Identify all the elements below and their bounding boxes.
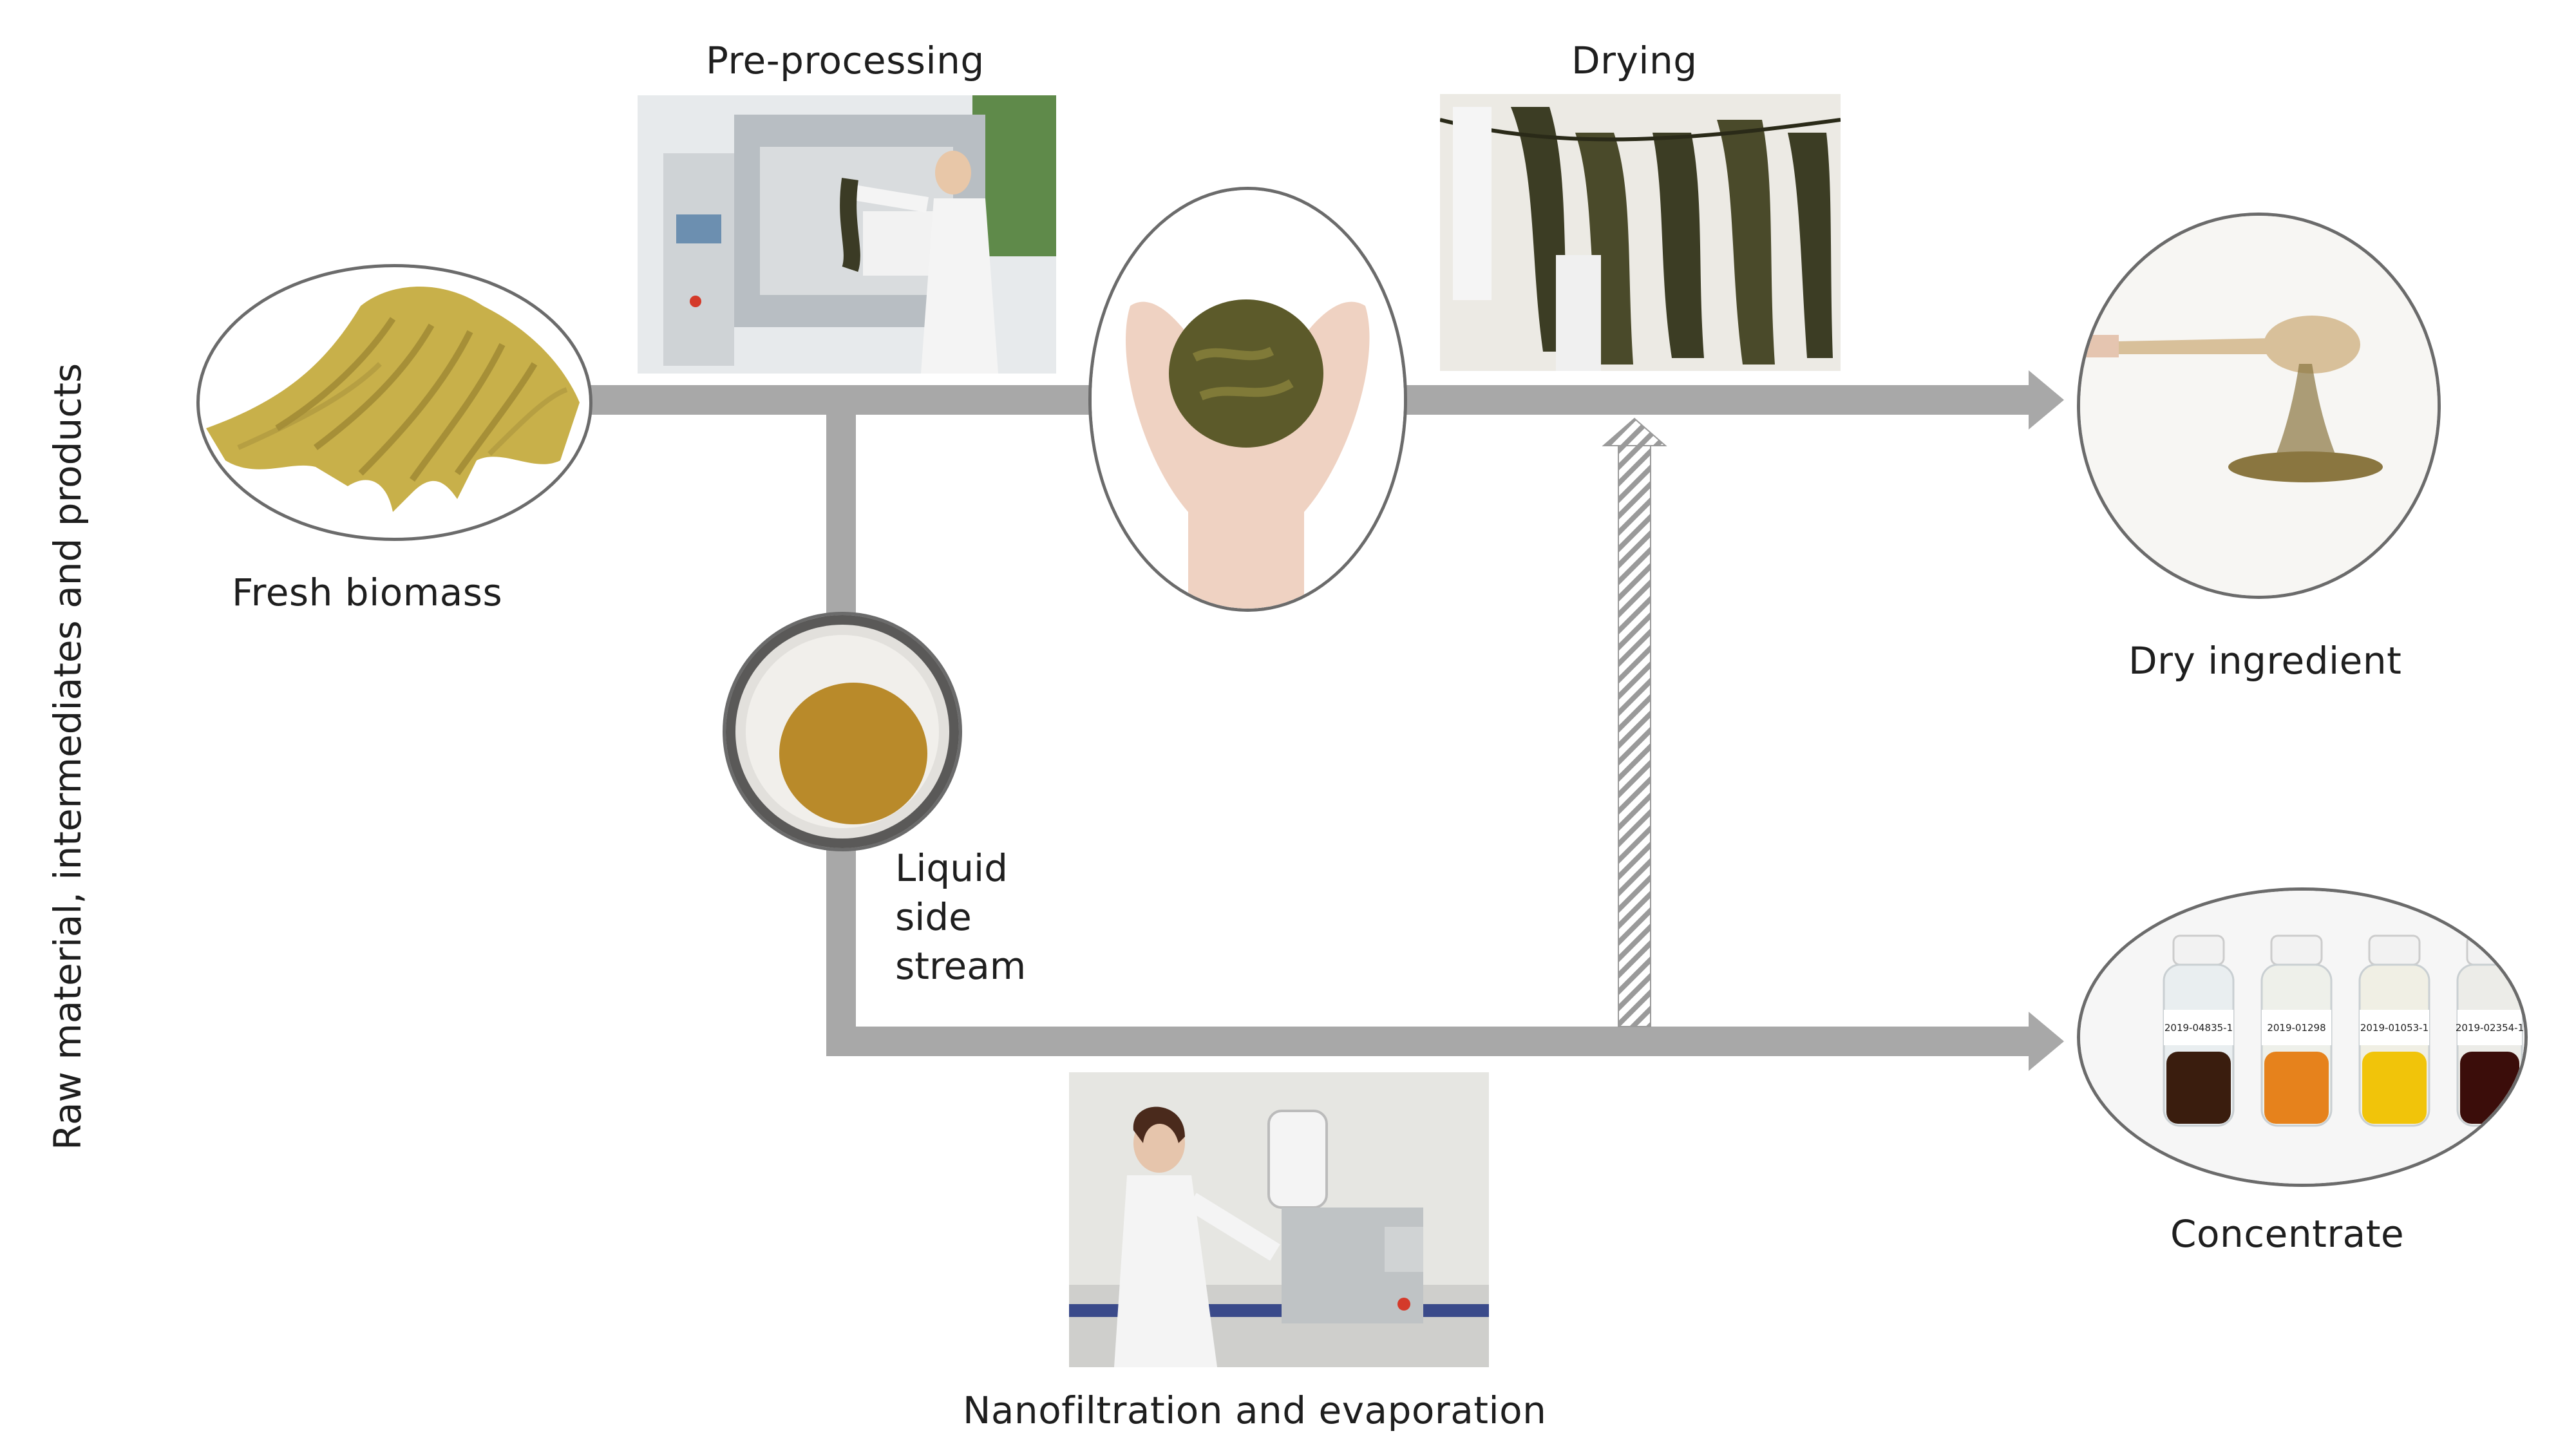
- liquid-label-line-3: stream: [895, 944, 1027, 988]
- concentrate-oval: 2019-04835-1 2019-01298 2019-01053-1 201…: [2077, 887, 2528, 1187]
- hatched-arrowhead: [1602, 417, 1667, 446]
- liquid-cup-oval: [723, 612, 962, 851]
- vertical-axis-label: Raw material, intermediates and products: [46, 363, 90, 1151]
- pre-processing-photo: [638, 95, 1056, 374]
- drying-photo: [1440, 94, 1841, 371]
- drying-label: Drying: [1571, 39, 1698, 82]
- dry-ingredient-label: Dry ingredient: [2128, 639, 2402, 683]
- fresh-biomass-label: Fresh biomass: [232, 571, 503, 614]
- bottle-2: 2019-01298: [2260, 934, 2333, 1127]
- bottle-1: 2019-04835-1: [2163, 934, 2235, 1127]
- nanofiltration-label: Nanofiltration and evaporation: [963, 1388, 1547, 1432]
- bottom-flow-line: [826, 1027, 2041, 1056]
- bottle-label-4: 2019-02354-1: [2456, 1022, 2524, 1034]
- hatched-arrow-shaft: [1618, 444, 1651, 1027]
- top-flow-arrowhead: [2029, 370, 2064, 430]
- bottle-label-2: 2019-01298: [2267, 1022, 2325, 1034]
- liquid-side-stream-label: Liquid side stream: [895, 844, 1026, 990]
- bottle-label-3: 2019-01053-1: [2360, 1022, 2429, 1034]
- concentrate-label: Concentrate: [2170, 1212, 2405, 1256]
- bottle-3: 2019-01053-1: [2358, 934, 2430, 1127]
- fresh-biomass-oval: [196, 264, 592, 541]
- seaweed-illustration: [206, 287, 580, 512]
- nanofiltration-photo: [1069, 1072, 1489, 1367]
- liquid-label-line-2: side: [895, 895, 972, 939]
- dry-ingredient-oval: [2077, 213, 2441, 599]
- wet-biomass-oval: [1088, 187, 1407, 612]
- bottom-flow-arrowhead: [2029, 1012, 2064, 1071]
- bottle-label-1: 2019-04835-1: [2164, 1022, 2233, 1034]
- liquid-label-line-1: Liquid: [895, 846, 1008, 890]
- pre-processing-label: Pre-processing: [706, 39, 985, 82]
